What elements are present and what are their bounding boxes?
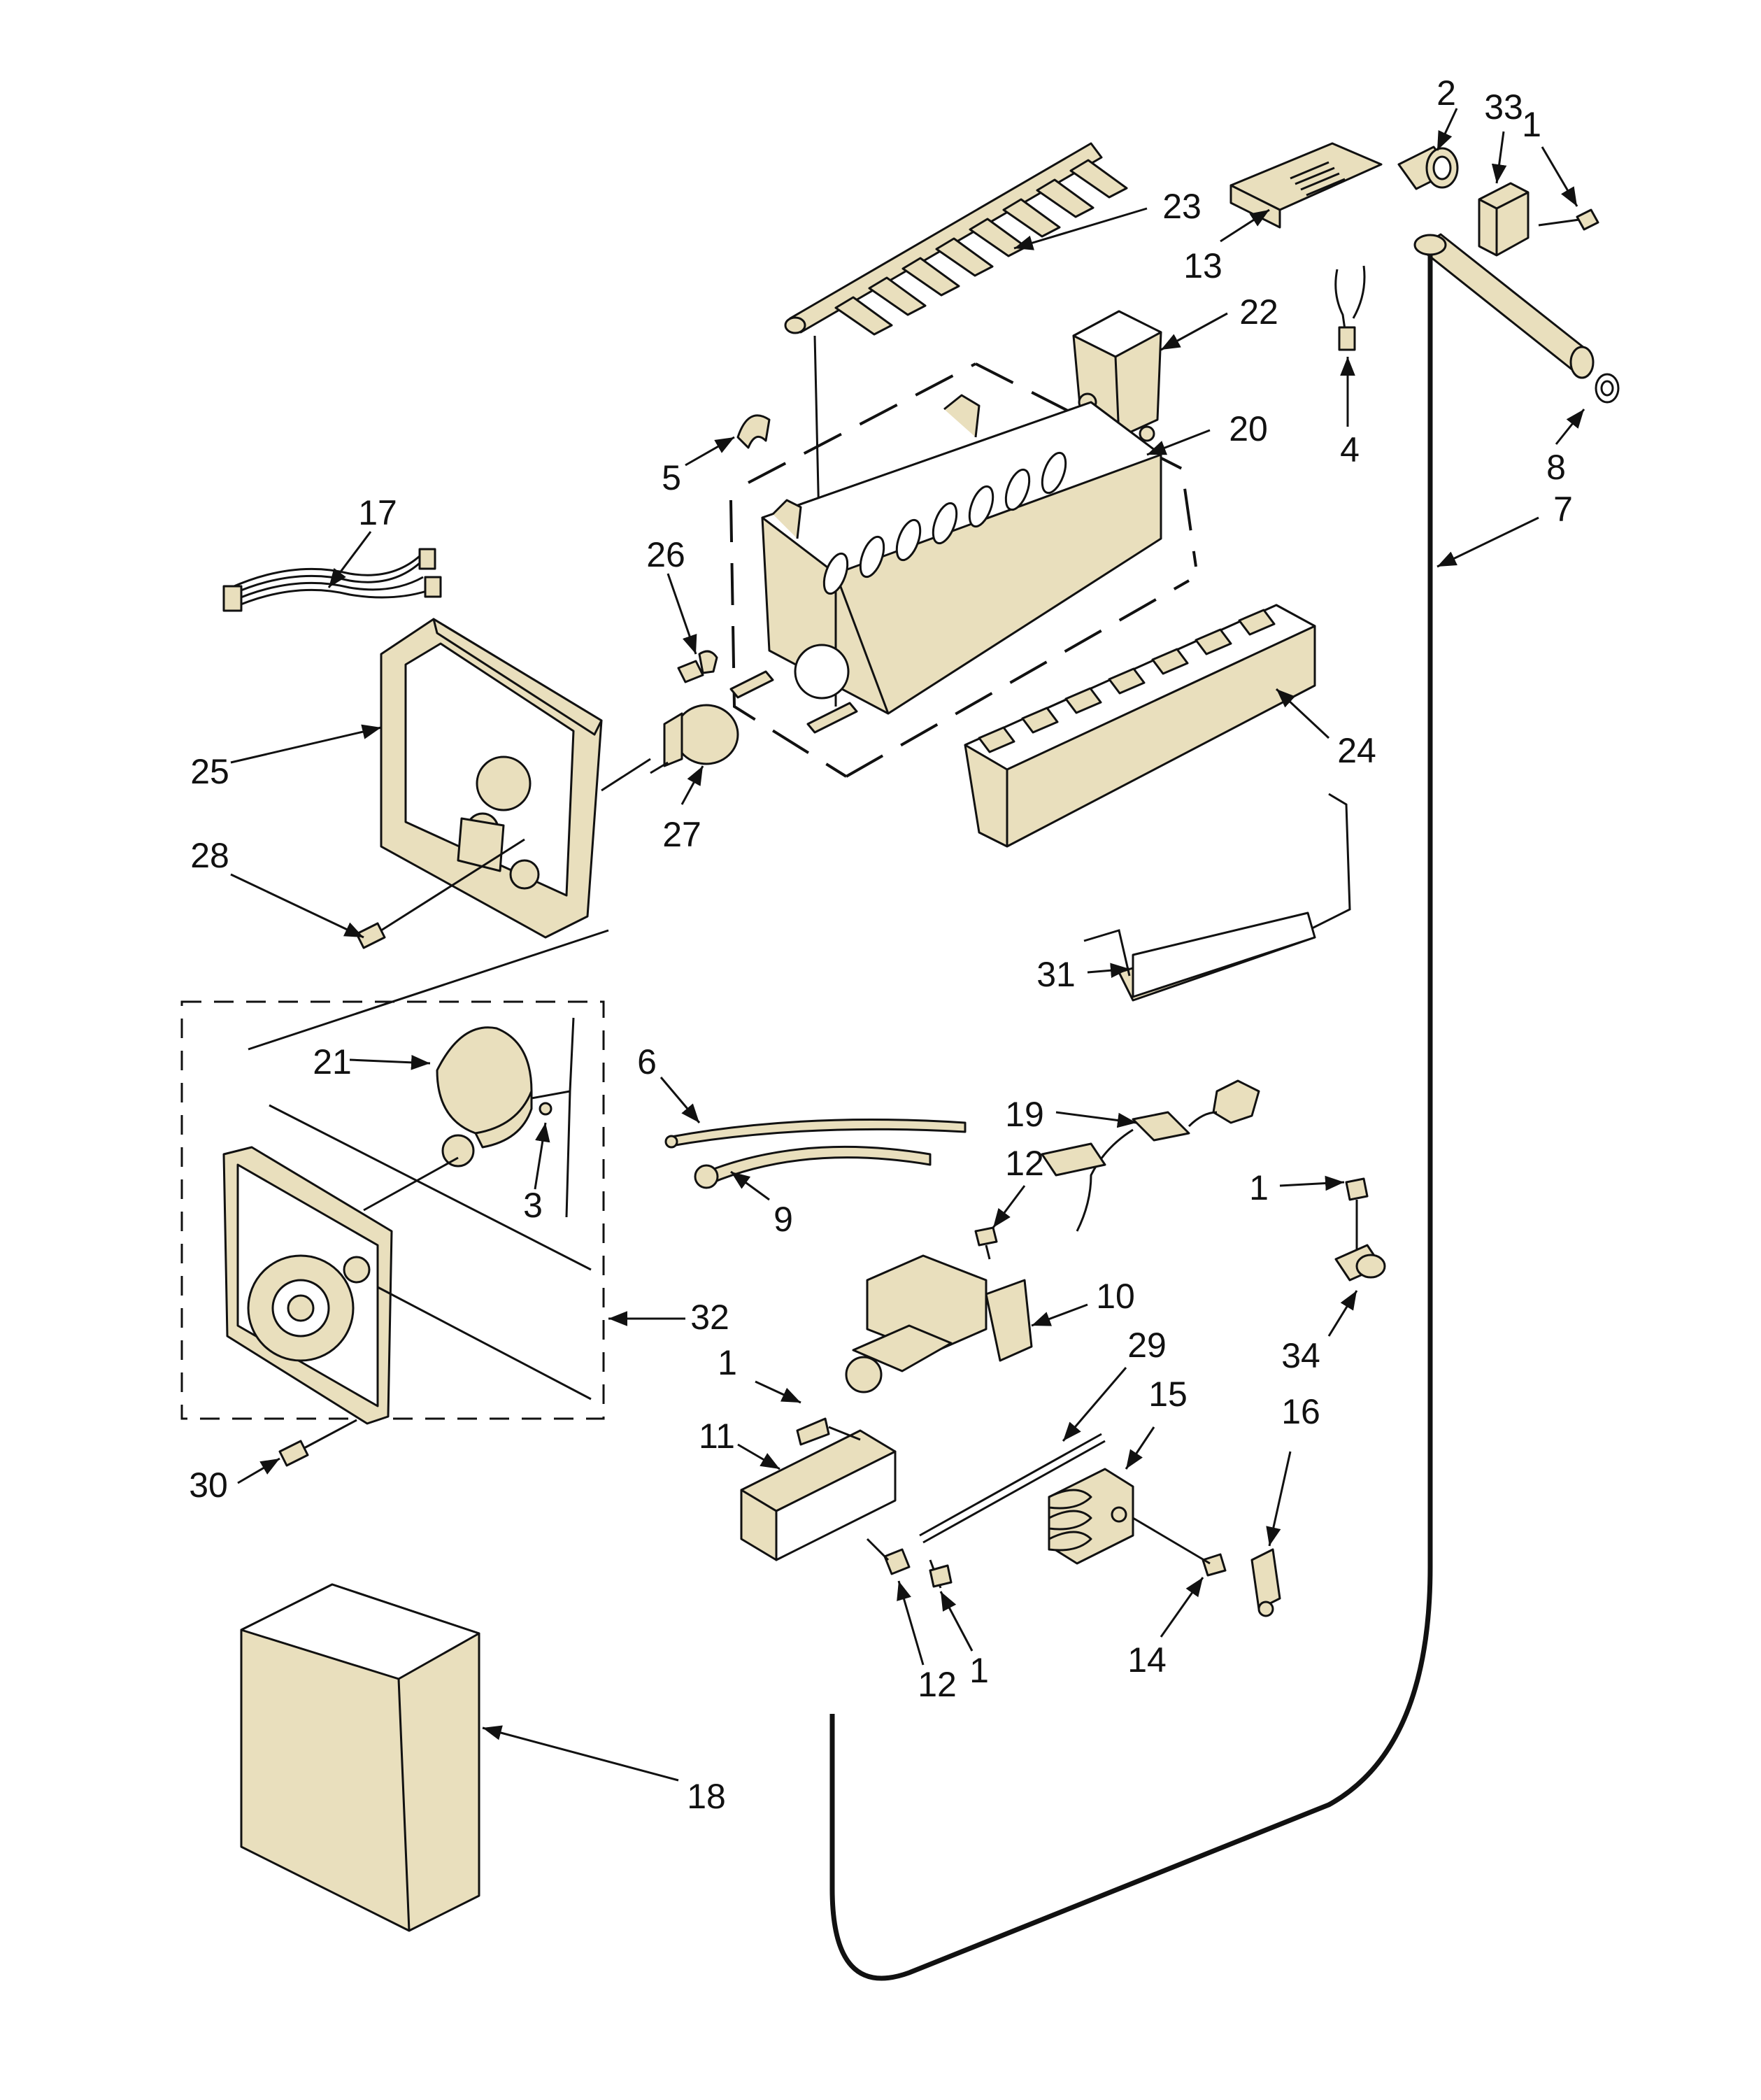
callout-17: 17 bbox=[358, 493, 397, 532]
stripper-finger bbox=[1151, 648, 1189, 675]
ejector-blade bbox=[935, 237, 994, 277]
stripper-finger bbox=[1064, 687, 1102, 714]
screw-part-1-right bbox=[1345, 1177, 1369, 1252]
callout-14: 14 bbox=[1127, 1640, 1167, 1680]
ejector-blade-part bbox=[784, 142, 1128, 553]
callout-8: 8 bbox=[1546, 448, 1566, 487]
ejector-blade bbox=[1002, 198, 1061, 238]
callout-28: 28 bbox=[190, 836, 229, 875]
tube-part-9 bbox=[694, 1145, 932, 1189]
clip-part-5 bbox=[736, 414, 771, 449]
stripper-finger bbox=[1195, 628, 1232, 655]
callout-10: 10 bbox=[1096, 1277, 1135, 1316]
clip-part-16 bbox=[1250, 1548, 1281, 1617]
clip-part-26 bbox=[677, 650, 718, 683]
screw-part-14 bbox=[1132, 1517, 1227, 1577]
ejector-blade bbox=[1069, 159, 1128, 199]
mold-cavity bbox=[968, 485, 994, 528]
stripper-part-24 bbox=[964, 604, 1316, 848]
screw-part-28 bbox=[355, 838, 525, 949]
callout-6: 6 bbox=[637, 1042, 657, 1081]
callout-12: 12 bbox=[918, 1665, 957, 1704]
mold-cavity bbox=[895, 518, 922, 562]
callout-leaders bbox=[230, 108, 1585, 1782]
callout-7: 7 bbox=[1553, 490, 1573, 529]
fill-tube-part-7 bbox=[829, 233, 1620, 1981]
callout-1: 1 bbox=[969, 1651, 989, 1690]
callout-15: 15 bbox=[1148, 1375, 1188, 1414]
thermal-fuse-part-4 bbox=[1334, 265, 1366, 351]
callout-30: 30 bbox=[189, 1466, 228, 1505]
callout-2: 2 bbox=[1436, 73, 1456, 113]
callout-25: 25 bbox=[190, 752, 229, 791]
callout-1: 1 bbox=[1522, 105, 1541, 144]
cover-part-18 bbox=[240, 1583, 480, 1932]
callout-26: 26 bbox=[646, 535, 685, 574]
callout-19: 19 bbox=[1005, 1095, 1044, 1134]
clamp-part-34 bbox=[1334, 1244, 1386, 1282]
ejector-blade bbox=[969, 218, 1027, 257]
callout-29: 29 bbox=[1127, 1326, 1167, 1365]
callout-4: 4 bbox=[1340, 430, 1360, 469]
callout-5: 5 bbox=[662, 458, 681, 497]
heater-block-part-33 bbox=[1478, 182, 1599, 257]
tube-part-6 bbox=[664, 1119, 967, 1149]
callout-34: 34 bbox=[1281, 1336, 1320, 1375]
module-plate-part-32 bbox=[222, 1146, 592, 1425]
mold-cavity bbox=[1004, 468, 1031, 511]
wire-harness-part-17 bbox=[222, 548, 442, 612]
stripper-finger bbox=[1021, 707, 1059, 734]
screw-part-12a bbox=[974, 1226, 998, 1260]
callout-31: 31 bbox=[1036, 955, 1076, 994]
callout-21: 21 bbox=[313, 1042, 352, 1081]
callout-18: 18 bbox=[687, 1777, 726, 1816]
callout-1: 1 bbox=[718, 1343, 737, 1382]
callout-27: 27 bbox=[662, 815, 701, 854]
callout-labels: 2 33 1 23 13 22 20 4 8 7 5 17 26 25 27 2… bbox=[189, 73, 1573, 1816]
callout-12: 12 bbox=[1005, 1144, 1044, 1183]
callout-33: 33 bbox=[1484, 87, 1523, 127]
callout-22: 22 bbox=[1239, 292, 1278, 332]
callout-9: 9 bbox=[773, 1200, 793, 1239]
mold-cavity bbox=[859, 535, 885, 579]
callout-1: 1 bbox=[1249, 1168, 1269, 1207]
ice-mold-part-20 bbox=[729, 362, 1197, 778]
water-valve-part-10 bbox=[845, 1254, 1033, 1393]
callout-23: 23 bbox=[1162, 187, 1202, 226]
stripper-finger bbox=[978, 726, 1015, 753]
stripper-finger bbox=[1238, 609, 1276, 636]
mold-cavity bbox=[1041, 451, 1067, 495]
mold-cavity bbox=[822, 552, 849, 595]
motor-part-21 bbox=[269, 1017, 592, 1271]
screw-part-12b bbox=[866, 1538, 911, 1575]
mold-cavity bbox=[932, 502, 958, 545]
callout-13: 13 bbox=[1183, 246, 1222, 285]
screw-part-30 bbox=[278, 1419, 357, 1467]
ejector-blade bbox=[1036, 178, 1095, 218]
ejector-blade bbox=[901, 257, 960, 297]
screw-part-1d bbox=[929, 1564, 953, 1588]
fill-cup-part-2 bbox=[1397, 146, 1459, 190]
stripper-finger bbox=[1108, 667, 1146, 695]
callout-11: 11 bbox=[699, 1417, 735, 1456]
control-module-part-25 bbox=[380, 618, 651, 939]
callout-20: 20 bbox=[1229, 409, 1268, 448]
ejector-blade bbox=[834, 296, 893, 336]
heater-part-15 bbox=[1048, 1468, 1134, 1565]
callout-3: 3 bbox=[523, 1186, 543, 1225]
shutoff-arm-part-31 bbox=[1083, 793, 1351, 1002]
callout-32: 32 bbox=[690, 1298, 729, 1337]
callout-16: 16 bbox=[1281, 1392, 1320, 1431]
ejector-blade bbox=[868, 276, 927, 316]
bracket-part-13 bbox=[1229, 142, 1383, 229]
bracket-part-11 bbox=[740, 1417, 897, 1561]
module-assembly-box-32 bbox=[180, 929, 609, 1420]
callout-24: 24 bbox=[1337, 731, 1376, 770]
coupling-part-27 bbox=[650, 704, 739, 774]
wire-harness-part-19 bbox=[1041, 1079, 1260, 1232]
